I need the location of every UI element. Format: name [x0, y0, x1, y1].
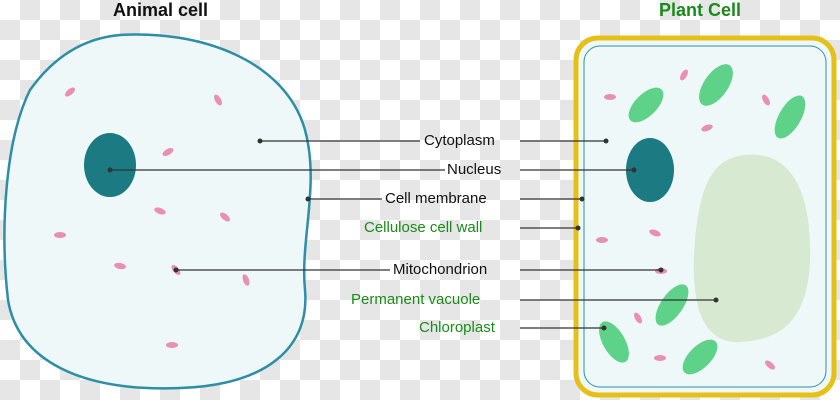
label-cytoplasm: Cytoplasm	[424, 132, 495, 149]
label-nucleus: Nucleus	[447, 161, 501, 178]
animal-cell-title: Animal cell	[113, 0, 208, 21]
plant-cell-title: Plant Cell	[659, 0, 741, 21]
label-mitochondrion: Mitochondrion	[393, 261, 487, 278]
animal-nucleus	[84, 133, 136, 197]
label-cell-membrane: Cell membrane	[385, 190, 487, 207]
label-chloroplast: Chloroplast	[419, 319, 495, 336]
plant-vacuole	[694, 155, 810, 342]
label-permanent-vacuole: Permanent vacuole	[351, 291, 480, 308]
label-cellulose-cell-wall: Cellulose cell wall	[364, 219, 482, 236]
